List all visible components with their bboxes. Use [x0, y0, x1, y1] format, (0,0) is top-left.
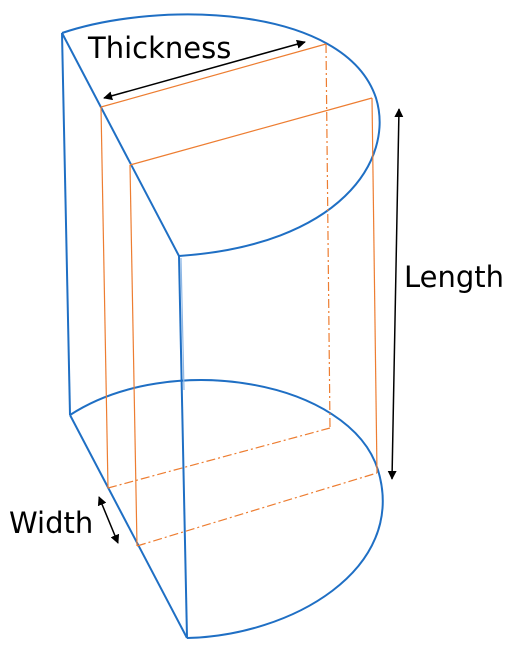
left-back-edge — [61, 32, 71, 416]
thickness-arrow — [103, 39, 306, 101]
bottom-curved-arc — [69, 379, 384, 639]
bottom-outer-line — [107, 427, 331, 489]
hidden-back-edge — [180, 257, 185, 391]
top-inner-line — [129, 97, 373, 166]
bottom-flat-edge — [69, 414, 188, 639]
vertical-right — [371, 97, 378, 474]
front-edge — [178, 255, 188, 639]
width-arrow — [97, 496, 120, 544]
top-flat-edge — [61, 32, 180, 257]
length-arrow — [387, 108, 404, 480]
cut-slab-hidden — [107, 43, 378, 547]
dimension-arrows — [97, 39, 404, 544]
cut-slab — [100, 43, 378, 547]
vertical-back-hidden — [325, 43, 331, 429]
bottom-inner-line — [136, 472, 378, 547]
top-curved-arc — [61, 13, 381, 257]
vertical-outer-left — [100, 106, 109, 489]
vertical-inner-left — [129, 164, 138, 547]
width-label: Width — [9, 506, 93, 540]
solid-outline — [61, 13, 384, 639]
thickness-label: Thickness — [87, 31, 231, 65]
length-label: Length — [404, 260, 504, 294]
